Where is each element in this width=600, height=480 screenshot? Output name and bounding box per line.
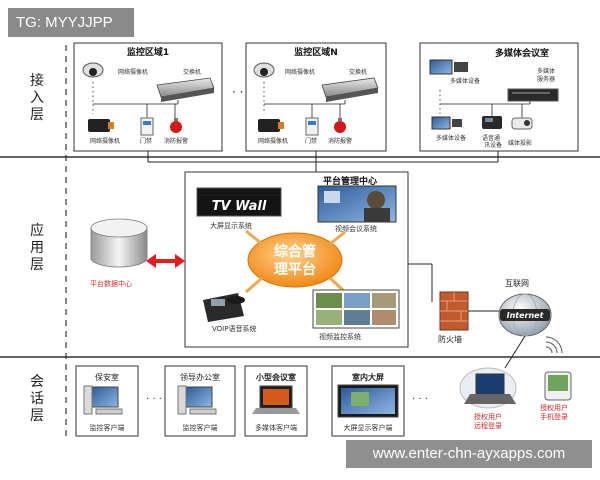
zone-n-camera2-label: 网络摄像机 (258, 137, 288, 145)
zone-1-fire-label: 消防报警 (164, 137, 188, 145)
platform-voip-label: VOIP语音系统 (212, 324, 256, 333)
bidirectional-arrow (146, 254, 185, 268)
firewall-label: 防火墙 (438, 334, 462, 344)
core-platform-links (245, 229, 347, 294)
indoor-screen-caption: 大屏显示客户端 (344, 423, 393, 432)
voip-phone-icon (203, 293, 245, 322)
fire-alarm-icon (334, 118, 346, 133)
multimedia-device-icon (429, 59, 468, 75)
layer-label-application: 应用层 (30, 222, 44, 273)
wireless-signal-icon (545, 336, 563, 354)
zone-n-switch-label: 交换机 (349, 68, 367, 76)
platform-title: 平台管理中心 (323, 175, 377, 187)
video-monitoring-icon (312, 289, 400, 329)
platform-videomon-label: 视频监控系统 (319, 332, 361, 341)
remote-login-label: 授权用户远程登录 (474, 412, 502, 430)
multimedia-room-panel: 多媒体会议室 多媒体设备 多媒体服务器 多媒体设备 语音通讯设备 媒体 (419, 42, 579, 152)
network-switch-icon (321, 77, 379, 102)
multimedia-server-label: 多媒体服务器 (537, 67, 555, 83)
multimedia-voice-label: 语音通讯设备 (482, 134, 502, 149)
multimedia-title: 多媒体会议室 (495, 47, 549, 59)
multimedia-projector-label: 媒体投影 (508, 139, 532, 147)
small-meeting-title: 小型会议室 (255, 372, 296, 382)
zone-1-switch-label: 交换机 (183, 68, 201, 76)
platform-panel: 平台管理中心 TV Wall 大屏显示系统 视频会议系统 综合管理平台 (184, 171, 409, 348)
zone-1-door-label: 门禁 (140, 137, 152, 145)
firewall-icon (439, 291, 469, 331)
client-security-room: 保安室 监控客户端 (75, 365, 139, 437)
layer-label-access: 接入层 (30, 72, 44, 123)
client-indoor-screen: 室内大屏 大屏显示客户端 (331, 365, 405, 437)
tv-wall-icon: TV Wall (196, 187, 282, 217)
zone-n-fire-label: 消防报警 (328, 137, 352, 145)
layer-label-session: 会话层 (30, 374, 44, 424)
leader-office-title: 领导办公室 (180, 372, 220, 382)
zone-n-title: 监控区域N (294, 46, 338, 58)
core-platform-node: 综合管理平台 (247, 232, 343, 288)
desktop-computer-icon (83, 385, 123, 415)
zone-1-camera2-label: 网络摄像机 (90, 137, 120, 145)
internet-title: 互联网 (505, 279, 529, 288)
voip-phone-icon (482, 116, 502, 129)
small-meeting-caption: 多媒体客户端 (255, 423, 297, 432)
ellipsis-clients-2: · · · (412, 394, 428, 405)
ip-camera-icon (82, 62, 104, 78)
database-icon (90, 218, 148, 268)
multimedia-device-top-label: 多媒体设备 (450, 77, 480, 85)
client-small-meeting-room: 小型会议室 多媒体客户端 (244, 365, 308, 437)
watermark-site-url: www.enter-chn-ayxapps.com (346, 440, 592, 468)
zone-n-panel: 监控区域N 网络摄像机 交换机 网络摄像机 门禁 消防报警 (245, 42, 387, 152)
mobile-login-label: 授权用户手机登录 (540, 403, 568, 421)
zone-n-door-label: 门禁 (305, 137, 317, 145)
door-access-icon (305, 117, 319, 136)
internet-to-laptop-link (504, 335, 526, 369)
zone-n-camera-label: 网络摄像机 (285, 68, 315, 76)
security-room-caption: 监控客户端 (90, 423, 125, 432)
multimedia-device-icon (431, 116, 462, 130)
platform-bigscreen-label: 大屏显示系统 (210, 221, 252, 230)
internet-globe-icon: Internet (498, 293, 552, 337)
projector-icon (511, 117, 533, 130)
database-label: 平台数据中心 (90, 279, 132, 288)
multimedia-device-label: 多媒体设备 (436, 134, 466, 142)
laptop-icon (252, 385, 300, 414)
leader-office-caption: 监控客户端 (183, 423, 218, 432)
platform-videoconf-label: 视频会议系统 (335, 224, 377, 233)
box-camera-icon (88, 119, 114, 132)
large-display-icon (337, 384, 399, 418)
zone-1-camera-label: 网络摄像机 (118, 68, 148, 76)
door-access-icon (140, 117, 154, 136)
mobile-phone-icon (544, 371, 572, 401)
watermark-tag: TG: MYYJJPP (8, 8, 134, 37)
core-platform-label: 综合管理平台 (274, 243, 316, 278)
access-to-platform-connector (147, 151, 499, 172)
remote-laptop-icon (459, 367, 517, 409)
video-conference-icon (317, 185, 397, 223)
security-room-title: 保安室 (95, 372, 119, 382)
indoor-screen-title: 室内大屏 (352, 372, 384, 382)
tv-wall-logo: TV Wall (212, 199, 267, 214)
ip-camera-icon (253, 62, 275, 78)
desktop-computer-icon (177, 385, 217, 415)
client-leader-office: 领导办公室 监控客户端 (164, 365, 236, 437)
zone-1-panel: 监控区域1 网络摄像机 交换机 网络摄像机 门禁 消防报警 (73, 42, 223, 152)
internet-logo: Internet (507, 311, 545, 320)
box-camera-icon (258, 119, 284, 132)
media-server-icon (507, 88, 559, 102)
fire-alarm-icon (170, 118, 182, 133)
ellipsis-clients-1: · · · (146, 394, 162, 405)
zone-1-title: 监控区域1 (127, 46, 169, 58)
network-switch-icon (156, 77, 215, 102)
